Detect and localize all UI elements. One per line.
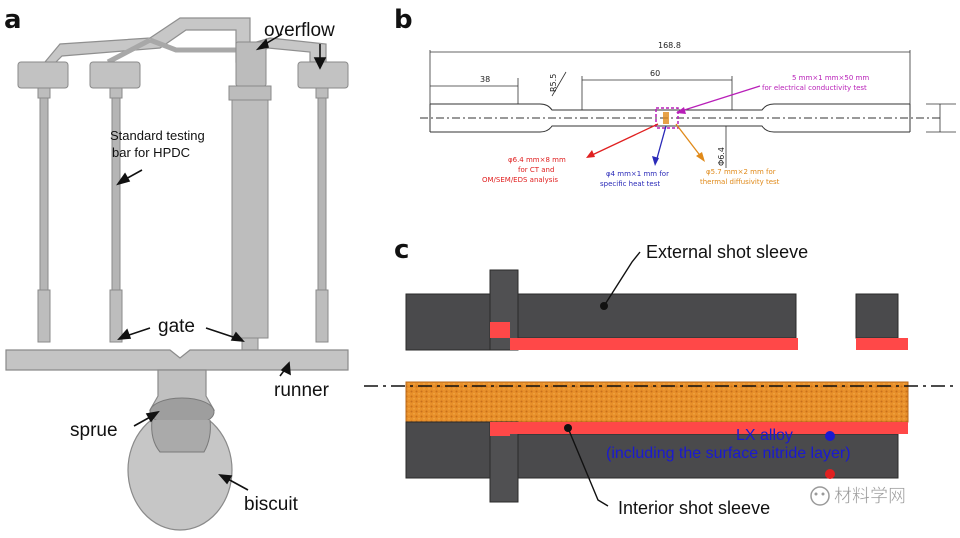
nitride-layer-upper	[510, 338, 798, 350]
note-conductivity-line1: 5 mm×1 mm×50 mm	[792, 74, 869, 82]
testing-bar-4	[315, 87, 329, 343]
panel-label-b: b	[394, 5, 413, 35]
nitride-marker-dot	[825, 469, 835, 479]
overflow-branch	[106, 37, 236, 65]
note-conductivity-line2: for electrical conductivity test	[762, 84, 867, 92]
label-testing-bar-line2: bar for HPDC	[112, 145, 190, 160]
nitride-layer-upper-end	[856, 338, 908, 350]
alloy-marker-dot	[825, 431, 835, 441]
panel-b-drawing: b 168.8 38 60 R5.5 Φ6.4	[394, 5, 956, 188]
sample-slice	[663, 112, 669, 124]
runner-bar	[5, 349, 349, 371]
nitride-layer-lower	[510, 422, 908, 434]
panel-c-sleeve: c External shot sleeve Interior shot sle…	[364, 235, 958, 518]
label-sprue: sprue	[70, 420, 118, 441]
label-gate: gate	[158, 316, 195, 337]
note-ct-line2: for CT and	[518, 166, 554, 174]
panel-label-a: a	[4, 5, 22, 35]
overflow-block-2	[89, 61, 141, 89]
biscuit-pocket	[151, 419, 211, 453]
testing-bar-thick	[228, 85, 272, 351]
dim-left-length: 38	[480, 75, 490, 84]
interior-sleeve-flange	[405, 421, 499, 479]
note-ct-line1: φ6.4 mm×8 mm	[508, 156, 566, 164]
testing-bar-2	[109, 87, 123, 343]
label-testing-bar-line1: Standard testing	[110, 128, 205, 143]
overflow-block-1	[17, 61, 69, 89]
lx-alloy-band	[405, 381, 909, 423]
panel-a-arrows	[116, 33, 327, 491]
dim-radius: R5.5	[549, 74, 558, 92]
label-biscuit: biscuit	[244, 494, 299, 515]
dim-gauge-length: 60	[650, 69, 660, 78]
testing-bar-1	[37, 87, 51, 343]
watermark-icon	[810, 486, 830, 506]
watermark: 材料学网	[810, 486, 906, 507]
label-lx-alloy: LX alloy	[736, 427, 793, 444]
watermark-text: 材料学网	[834, 486, 906, 507]
external-sleeve-end	[855, 293, 899, 339]
sample-region	[655, 107, 679, 129]
panel-b-leaders	[586, 85, 761, 166]
note-ct-line3: OM/SEM/EDS analysis	[482, 176, 558, 184]
external-sleeve-flange	[405, 293, 499, 351]
label-overflow: overflow	[264, 20, 335, 41]
panel-label-c: c	[394, 235, 409, 265]
note-heat-line1: φ4 mm×1 mm for	[606, 170, 669, 178]
label-external-shot-sleeve: External shot sleeve	[646, 242, 808, 262]
dim-overall-length: 168.8	[658, 41, 681, 50]
note-diffusivity-line2: thermal diffusivity test	[700, 178, 780, 186]
interior-sleeve-body	[517, 433, 899, 479]
external-sleeve-body	[517, 293, 797, 339]
label-runner: runner	[274, 380, 330, 401]
note-heat-line2: specific heat test	[600, 180, 660, 188]
dim-diameter: Φ6.4	[717, 147, 726, 166]
dimension-lines	[429, 50, 956, 168]
panel-c-leaders	[567, 251, 641, 507]
note-diffusivity-line1: φ5.7 mm×2 mm for	[706, 168, 776, 176]
overflow-block-4	[297, 61, 349, 89]
label-interior-shot-sleeve: Interior shot sleeve	[618, 498, 770, 518]
specimen-outline	[420, 103, 940, 133]
nitride-layer-lower-collar	[490, 422, 510, 436]
leader-dot-interior	[564, 424, 572, 432]
label-lx-alloy-detail: (including the surface nitride layer)	[606, 445, 851, 462]
panel-a-casting: a	[4, 5, 349, 531]
nitride-layer-upper-collar	[490, 322, 510, 338]
leader-dot-external	[600, 302, 608, 310]
